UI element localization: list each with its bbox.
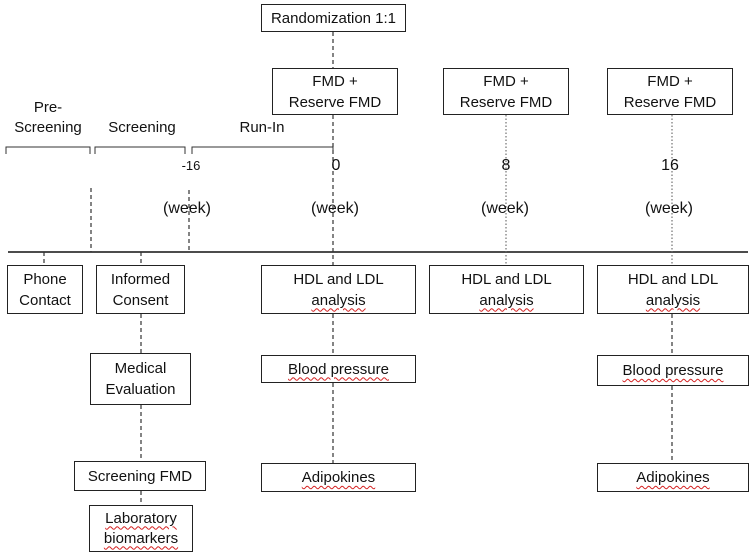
blood-pressure-label: Blood pressure [622,362,724,379]
hdl-ldl-analysis-box-week-8: HDL and LDL analysis [429,265,584,314]
blood-pressure-box-week-0: Blood pressure [261,355,416,383]
timepoint-0: 0 [331,157,341,174]
blood-pressure-box-week-16: Blood pressure [597,355,749,386]
informed-label: Informed [110,270,171,288]
dotted-connectors [505,115,673,265]
medical-label: Medical [114,360,167,377]
evaluation-label: Evaluation [105,381,176,398]
phone-contact-box: Phone Contact [7,265,83,314]
fmd-box-week-16: FMD + Reserve FMD [607,68,733,115]
hdl-ldl-label: HDL and LDL [627,270,719,288]
analysis-label: analysis [311,291,366,309]
timepoint-minus16: -16 [181,158,201,173]
phase-braces [5,146,334,154]
blood-pressure-label: Blood pressure [288,360,389,378]
analysis-label: analysis [645,291,701,309]
phase-pre-screening-line2: Screening [14,119,82,136]
laboratory-label: Laboratory [105,509,177,527]
analysis-label: analysis [479,291,534,309]
week-unit-label: (week) [644,200,694,217]
fmd-label: FMD + [647,72,693,90]
phone-label: Phone [23,270,67,288]
consent-label: Consent [112,291,169,309]
phase-pre-screening-line1: Pre- [33,99,63,116]
adipokines-box-week-0: Adipokines [261,463,416,492]
reserve-fmd-label: Reserve FMD [288,93,382,111]
screening-fmd-label: Screening FMD [87,467,193,485]
contact-label: Contact [19,291,71,309]
reserve-fmd-label: Reserve FMD [459,93,553,111]
randomization-label: Randomization 1:1 [270,9,397,27]
fmd-box-week-8: FMD + Reserve FMD [443,68,569,115]
timepoint-8: 8 [501,157,511,174]
adipokines-label: Adipokines [636,469,710,486]
phase-screening: Screening [108,119,176,136]
fmd-label: FMD + [312,72,358,90]
hdl-ldl-analysis-box-week-16: HDL and LDL analysis [597,265,749,314]
randomization-box: Randomization 1:1 [261,4,406,32]
informed-consent-box: Informed Consent [96,265,185,314]
fmd-label: FMD + [483,72,529,90]
adipokines-label: Adipokines [301,469,376,486]
adipokines-box-week-16: Adipokines [597,463,749,492]
timepoint-16: 16 [661,157,679,174]
screening-fmd-box: Screening FMD [74,461,206,491]
week-unit-label: (week) [162,200,212,217]
biomarkers-label: biomarkers [103,529,179,547]
fmd-box-week-0: FMD + Reserve FMD [272,68,398,115]
hdl-ldl-label: HDL and LDL [293,270,384,288]
week-unit-label: (week) [310,200,360,217]
reserve-fmd-label: Reserve FMD [623,93,717,111]
medical-evaluation-box: Medical Evaluation [90,353,191,405]
phase-run-in: Run-In [239,119,285,136]
hdl-ldl-label: HDL and LDL [461,270,552,288]
week-unit-label: (week) [480,200,530,217]
hdl-ldl-analysis-box-week-0: HDL and LDL analysis [261,265,416,314]
laboratory-biomarkers-box: Laboratory biomarkers [89,505,193,552]
dashed-connectors [43,32,673,505]
